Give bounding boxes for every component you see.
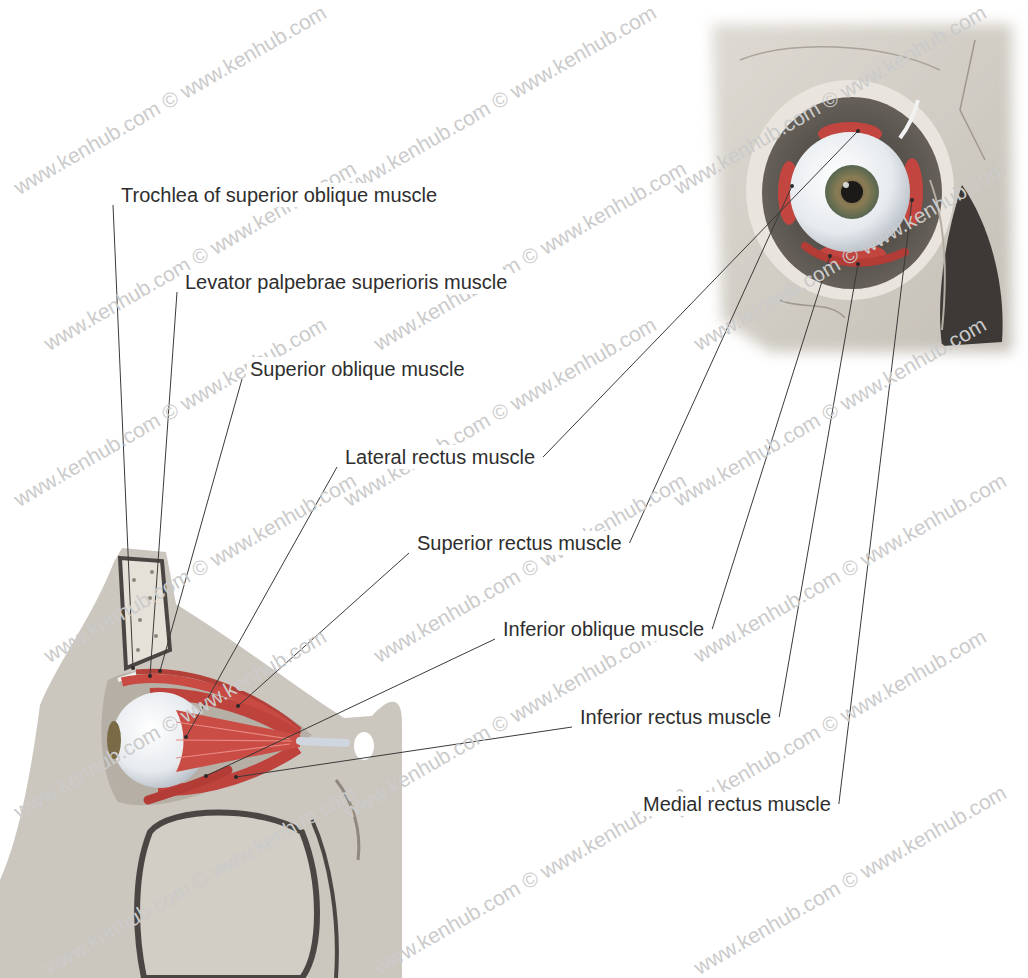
leader-dot xyxy=(856,129,860,133)
leader-dot xyxy=(184,735,188,739)
leader-dot xyxy=(790,184,794,188)
superior-oblique-tendon xyxy=(900,100,918,138)
part-label: Trochlea of superior oblique muscle xyxy=(118,183,440,207)
leader-dot xyxy=(204,774,208,778)
part-label: Lateral rectus muscle xyxy=(342,445,538,469)
skull-bone xyxy=(0,548,402,978)
leader-line xyxy=(150,292,177,676)
leader-dot xyxy=(131,666,135,670)
part-label: Inferior oblique muscle xyxy=(500,617,707,641)
optic-nerve xyxy=(300,741,346,743)
part-label: Medial rectus muscle xyxy=(640,792,834,816)
highlight xyxy=(843,182,849,188)
leader-dot xyxy=(236,704,240,708)
part-label: Superior oblique muscle xyxy=(247,357,468,381)
part-label: Levator palpebrae superioris muscle xyxy=(182,270,510,294)
inferior-oblique xyxy=(148,770,228,800)
optic-canal xyxy=(354,732,374,760)
pupil xyxy=(841,181,863,203)
watermark: www.kenhub.com © www.kenhub.com xyxy=(670,1,991,200)
watermark: www.kenhub.com © www.kenhub.com xyxy=(40,781,361,978)
watermark: www.kenhub.com © www.kenhub.com xyxy=(340,1,661,200)
iris xyxy=(825,165,879,219)
leader-dot xyxy=(234,775,238,779)
watermark: www.kenhub.com © www.kenhub.com xyxy=(10,1,331,200)
suture xyxy=(960,40,985,160)
muscle-fibres xyxy=(176,722,292,758)
leader-dot xyxy=(148,674,152,678)
part-label: Inferior rectus muscle xyxy=(577,705,774,729)
leader-dot xyxy=(910,198,914,202)
leader-dot xyxy=(158,669,162,673)
pterygoid-edge xyxy=(312,820,337,978)
sagittal-orbit xyxy=(0,548,402,978)
leader-line xyxy=(779,264,858,717)
part-label: Superior rectus muscle xyxy=(414,531,625,555)
